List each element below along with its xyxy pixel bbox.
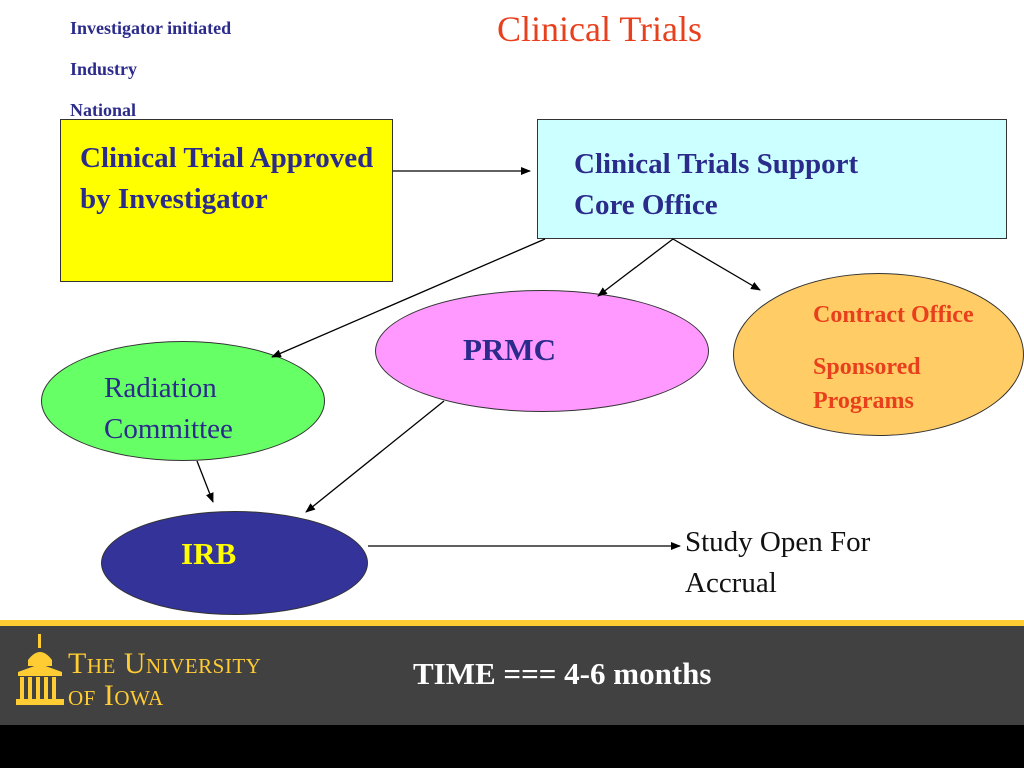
source-item-investigator: Investigator initiated [70, 18, 232, 38]
irb-label: IRB [181, 536, 237, 571]
contract-office-label: Contract Office [813, 302, 974, 328]
footer-black-strip [0, 725, 1024, 768]
source-list: Investigator initiated Industry National [70, 8, 231, 131]
prmc-label: PRMC [463, 332, 556, 367]
source-item-industry: Industry [70, 59, 138, 79]
old-capitol-icon [16, 634, 64, 705]
radiation-committee-label: Radiation Committee [104, 372, 233, 445]
source-item-national: National [70, 100, 137, 120]
slide-title: Clinical Trials [497, 9, 703, 49]
arrow-support-to-prmc [597, 238, 674, 297]
prmc-ellipse [375, 290, 709, 412]
irb-ellipse [101, 511, 368, 615]
footer-bar [0, 620, 1024, 725]
study-open-label: Study Open For Accrual [685, 526, 871, 599]
radiation-ellipse [41, 341, 325, 461]
arrow-radiation-to-irb [196, 460, 214, 503]
logo-line-2: of Iowa [68, 679, 164, 712]
arrow-prmc-to-irb [305, 400, 445, 513]
arrow-support-to-contract [672, 238, 761, 291]
logo-line-1: The University [68, 647, 262, 680]
support-office-label: Clinical Trials Support Core Office [574, 148, 859, 221]
support-office-box: Clinical Trials Support Core Office [537, 119, 1007, 239]
university-logo-text: The University of Iowa [68, 648, 261, 712]
arrow-support-to-radiation [271, 238, 546, 358]
approved-label: Clinical Trial Approved by Investigator [80, 142, 374, 215]
contract-ellipse [733, 273, 1024, 436]
approved-box: Clinical Trial Approved by Investigator [60, 119, 393, 282]
time-estimate: TIME === 4-6 months [413, 656, 712, 691]
sponsored-programs-label: Sponsored Programs [813, 354, 921, 414]
